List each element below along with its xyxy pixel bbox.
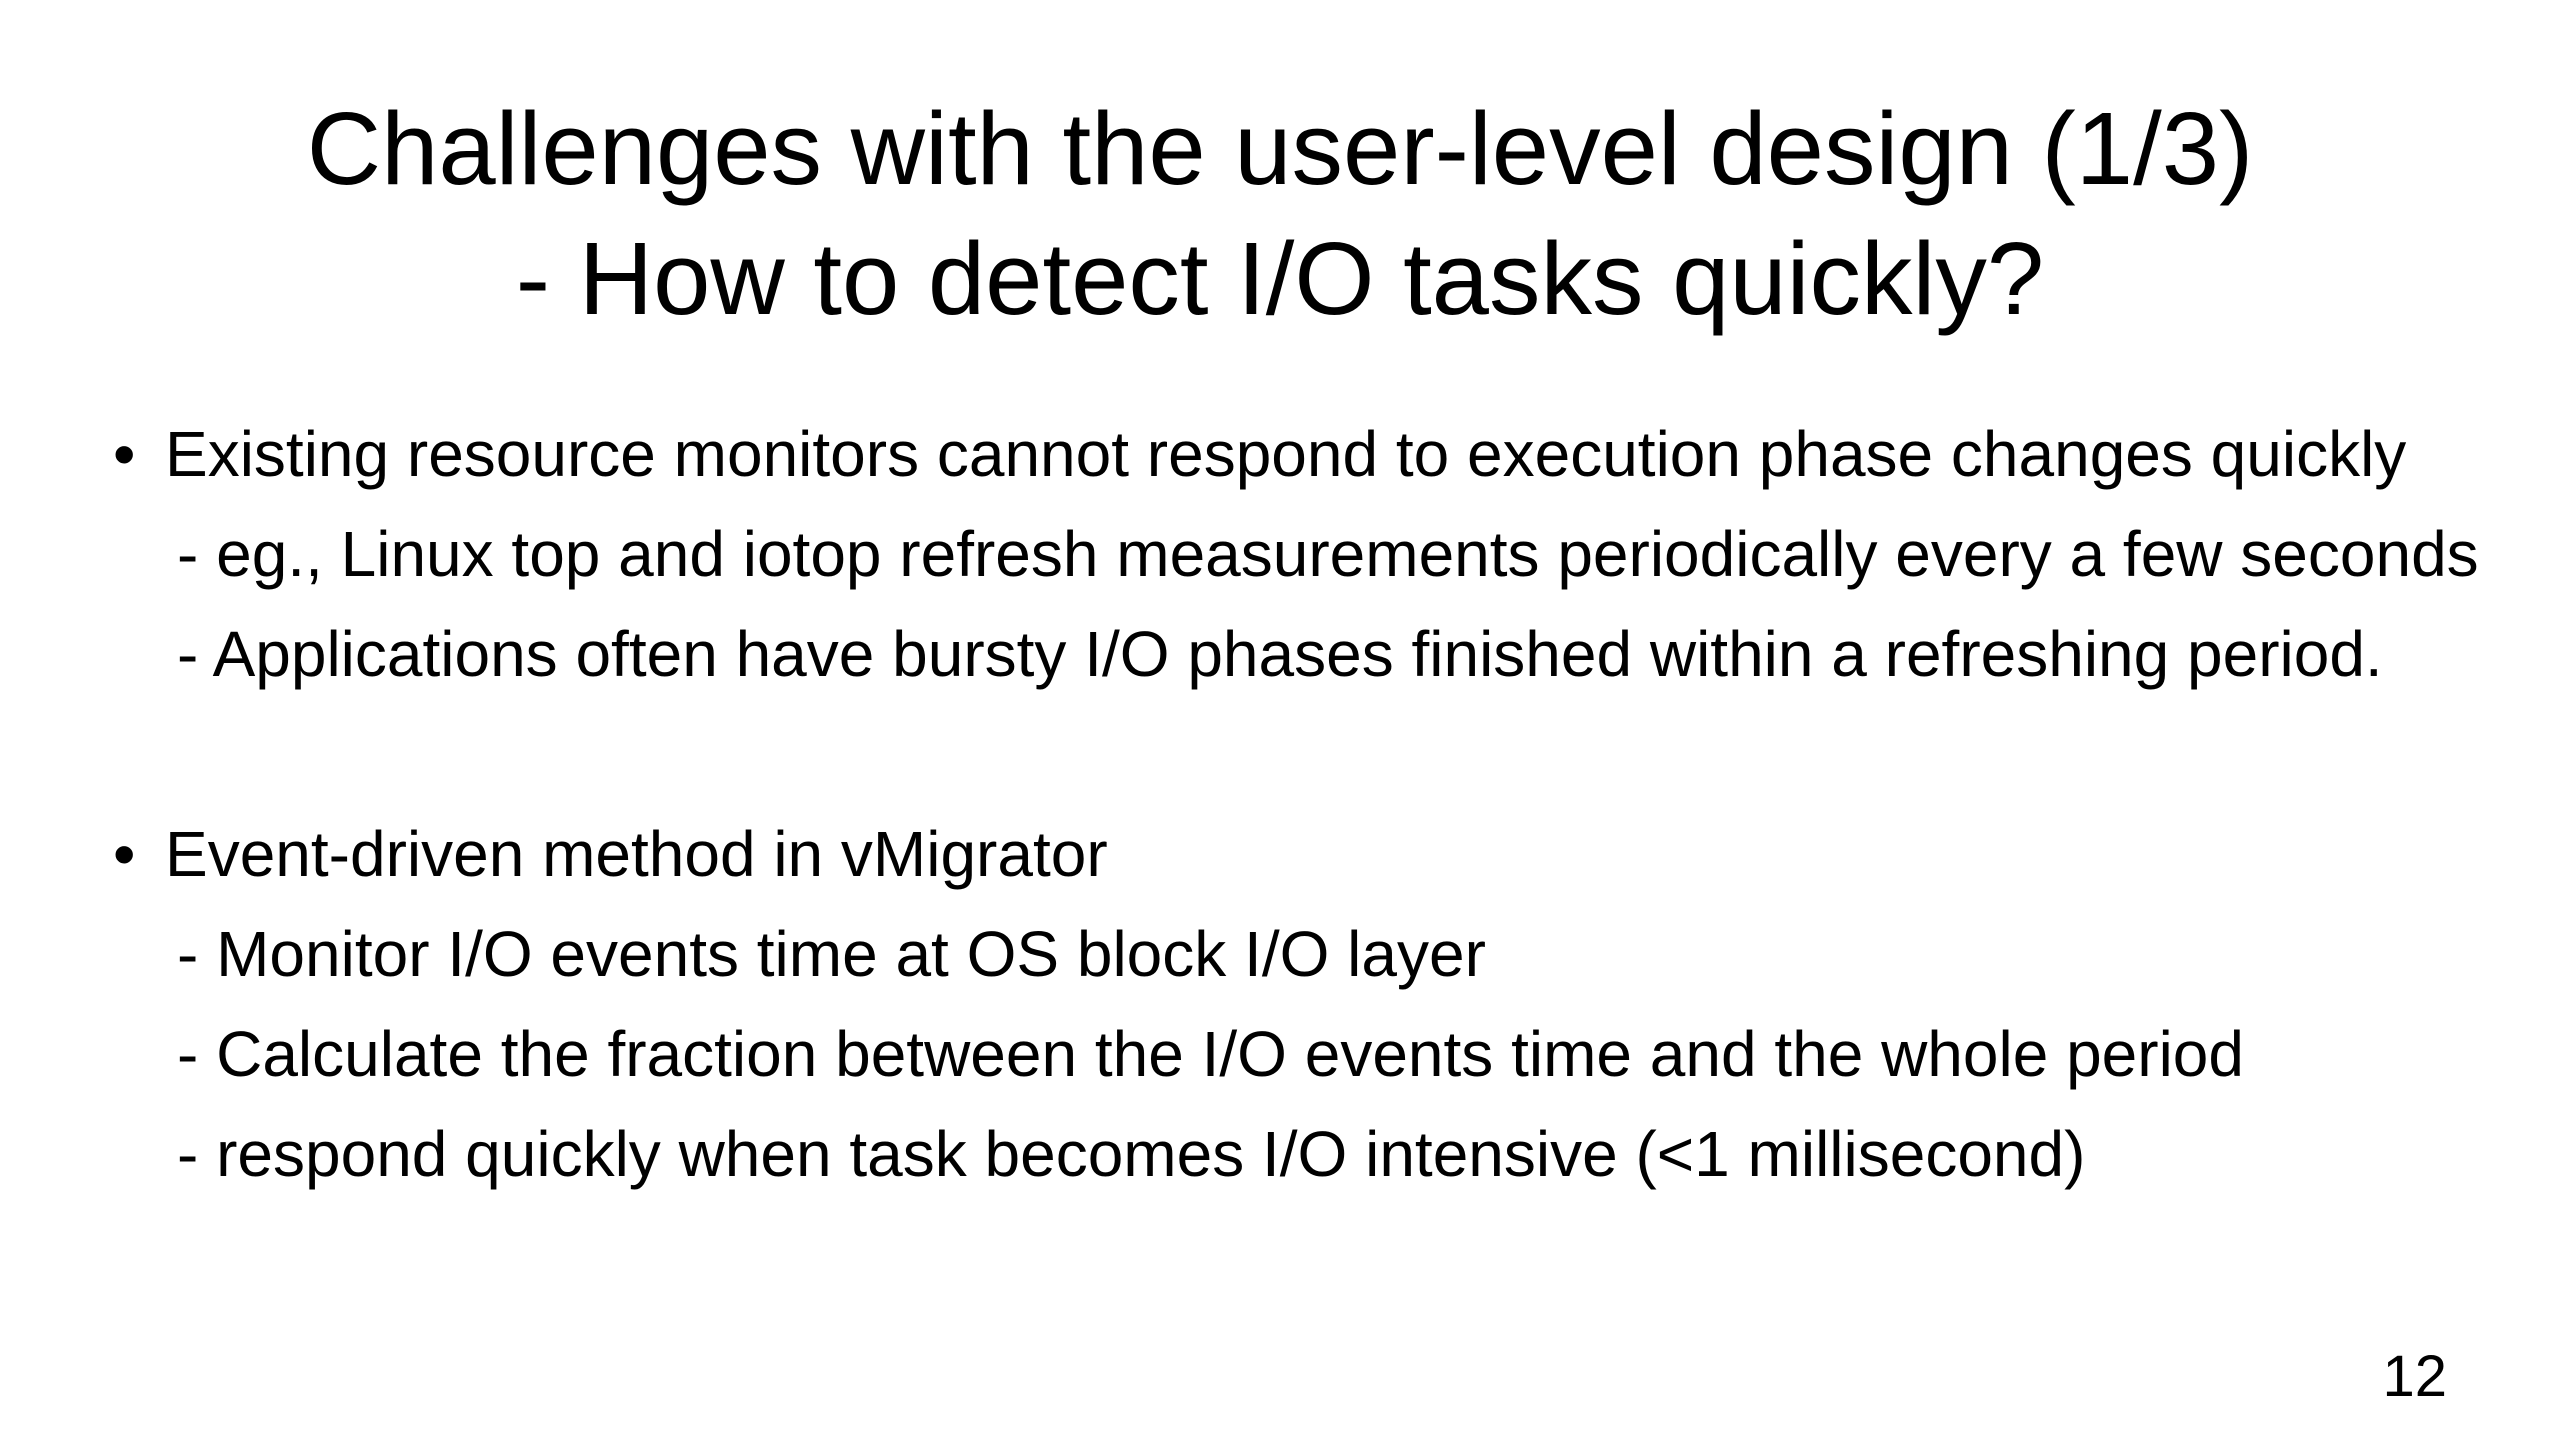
bullet-text: Existing resource monitors cannot respon… bbox=[165, 418, 2407, 490]
sub-bullet: - Calculate the fraction between the I/O… bbox=[177, 1018, 2244, 1090]
sub-bullet: - eg., Linux top and iotop refresh measu… bbox=[177, 518, 2479, 590]
slide-body: • Existing resource monitors cannot resp… bbox=[113, 404, 2520, 1204]
bullet-item: • Existing resource monitors cannot resp… bbox=[113, 404, 2520, 504]
title-line-1: Challenges with the user-level design (1… bbox=[306, 91, 2254, 206]
title-line-2: - How to detect I/O tasks quickly? bbox=[515, 221, 2045, 336]
sub-bullet: - Applications often have bursty I/O pha… bbox=[177, 618, 2383, 690]
bullet-text: Event-driven method in vMigrator bbox=[165, 818, 1108, 890]
sub-bullet: - Monitor I/O events time at OS block I/… bbox=[177, 918, 1486, 990]
bullet-item: • Event-driven method in vMigrator bbox=[113, 804, 2520, 904]
slide-title: Challenges with the user-level design (1… bbox=[0, 84, 2560, 344]
bullet-dot-icon: • bbox=[113, 418, 136, 490]
page-number: 12 bbox=[2382, 1344, 2447, 1409]
section-spacer bbox=[113, 704, 2520, 804]
sub-bullet: - respond quickly when task becomes I/O … bbox=[177, 1118, 2086, 1190]
bullet-dot-icon: • bbox=[113, 818, 136, 890]
